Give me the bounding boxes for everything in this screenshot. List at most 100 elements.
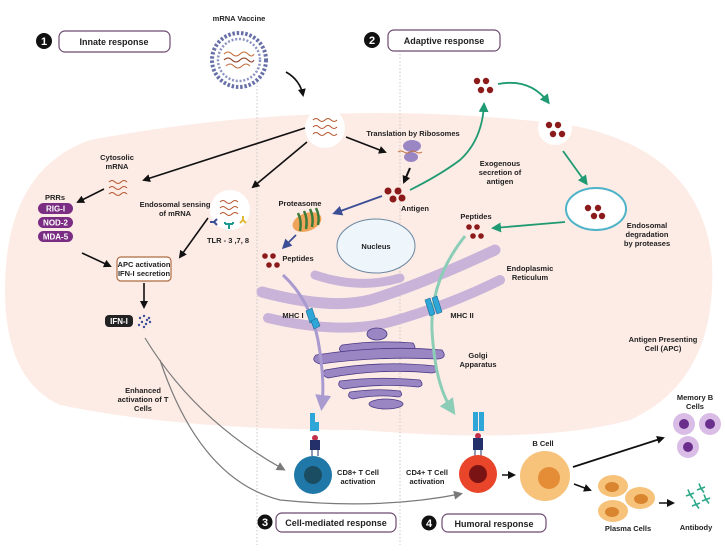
secreted-antigen	[473, 77, 494, 94]
section-3-header: 3 Cell-mediated response	[257, 512, 397, 533]
arrow-antigen-to-proteasome	[332, 195, 383, 216]
svg-text:B Cell: B Cell	[532, 439, 553, 448]
svg-text:RIG-I: RIG-I	[46, 205, 65, 214]
arrow-b-to-plasma	[573, 483, 592, 492]
arrow-ribosome-to-antigen	[402, 167, 411, 184]
arrow-proteasome-to-peptides	[281, 234, 297, 250]
memory-b-cells: Memory B Cells	[673, 393, 721, 458]
plasma-cells: Plasma Cells	[598, 475, 655, 533]
svg-text:Apparatus: Apparatus	[459, 360, 496, 369]
ifn-molecules-icon	[137, 314, 152, 329]
ifn-i: IFN-I	[105, 314, 152, 329]
prr-rig-i	[38, 203, 73, 214]
tlr-receptor-icon	[224, 222, 234, 229]
svg-text:Reticulum: Reticulum	[512, 273, 549, 282]
svg-text:PRRs: PRRs	[45, 193, 65, 202]
svg-text:Plasma Cells: Plasma Cells	[605, 524, 651, 533]
prr-nod-2	[38, 217, 73, 228]
exogenous-label: Exogenous secretion of antigen	[479, 159, 522, 186]
svg-text:Adaptive response: Adaptive response	[404, 36, 485, 46]
svg-text:Endosomal sensing: Endosomal sensing	[140, 200, 211, 209]
arrow-antigen-to-uptake	[497, 81, 550, 105]
golgi-label: Golgi Apparatus	[459, 351, 496, 369]
peptides-right: Peptides	[460, 212, 492, 239]
svg-text:CD4+ T Cell: CD4+ T Cell	[406, 468, 448, 477]
proteasome: Proteasome	[279, 199, 322, 232]
svg-text:4: 4	[426, 518, 433, 530]
enhanced-activation-label: Enhanced activation of T Cells	[118, 386, 169, 413]
svg-text:IFN-I secretion: IFN-I secretion	[118, 269, 171, 278]
svg-text:Antigen Presenting: Antigen Presenting	[629, 335, 698, 344]
antigen: Antigen	[384, 187, 429, 213]
mrna-vaccine-nanoparticle: mRNA Vaccine	[210, 14, 268, 89]
peptides-left: Peptides	[262, 253, 314, 268]
section-2-header: 2 Adaptive response	[364, 29, 501, 52]
svg-text:NOD-2: NOD-2	[43, 219, 68, 228]
mhc-i-icon: MHC I	[282, 307, 321, 330]
mhc-ii-icon: MHC II	[424, 295, 474, 320]
section-1-header: 1 Innate response	[36, 30, 171, 53]
ribosome: Translation by Ribosomes	[366, 129, 460, 162]
svg-text:Humoral response: Humoral response	[454, 519, 533, 529]
svg-text:1: 1	[41, 36, 47, 48]
svg-text:Peptides: Peptides	[282, 254, 313, 263]
mhc-ii-pathway	[430, 235, 467, 415]
svg-text:mRNA: mRNA	[106, 162, 130, 171]
svg-text:Antigen: Antigen	[401, 204, 429, 213]
antigen-uptake	[538, 111, 572, 145]
arrow-cytosolic-to-prrs	[76, 188, 105, 203]
svg-text:Golgi: Golgi	[468, 351, 487, 360]
svg-text:APC activation: APC activation	[118, 260, 171, 269]
svg-text:Proteasome: Proteasome	[279, 199, 322, 208]
svg-text:activation of T: activation of T	[118, 395, 169, 404]
endosome	[565, 187, 627, 231]
svg-text:Innate response: Innate response	[79, 37, 148, 47]
tlr-receptor-icon	[239, 216, 247, 224]
svg-text:antigen: antigen	[487, 177, 514, 186]
nucleus: Nucleus	[336, 218, 416, 274]
golgi-apparatus	[313, 327, 445, 410]
arrow-mrna-to-ribosome	[345, 136, 387, 154]
apc-cell-membrane	[5, 113, 713, 436]
svg-text:Enhanced: Enhanced	[125, 386, 161, 395]
svg-text:activation: activation	[340, 477, 375, 486]
section-4-header: 4 Humoral response	[421, 513, 547, 533]
arrow-ifn-to-cd4	[159, 359, 463, 505]
antibody-icon	[685, 483, 711, 509]
svg-text:of mRNA: of mRNA	[159, 209, 192, 218]
svg-text:Memory B: Memory B	[677, 393, 714, 402]
svg-text:Endosomal: Endosomal	[627, 221, 667, 230]
svg-text:Nucleus: Nucleus	[361, 242, 390, 251]
cytosolic-mrna: Cytosolic mRNA	[100, 153, 134, 196]
svg-text:Cytosolic: Cytosolic	[100, 153, 134, 162]
arrow-uptake-to-endosome	[562, 150, 588, 186]
svg-text:IFN-I: IFN-I	[110, 317, 128, 326]
svg-text:Cell (APC): Cell (APC)	[645, 344, 682, 353]
antibody-label: Antibody	[680, 523, 713, 532]
svg-text:degradation: degradation	[626, 230, 669, 239]
svg-text:MDA-5: MDA-5	[43, 233, 69, 242]
svg-text:MHC I: MHC I	[282, 311, 303, 320]
svg-text:Peptides: Peptides	[460, 212, 491, 221]
svg-text:Cells: Cells	[134, 404, 152, 413]
svg-text:mRNA Vaccine: mRNA Vaccine	[213, 14, 266, 23]
svg-text:Endoplasmic: Endoplasmic	[507, 264, 554, 273]
prrs-group: PRRs RIG-I NOD-2 MDA-5	[38, 193, 73, 242]
prr-mda-5	[38, 231, 73, 242]
arrow-prrs-to-apc	[81, 252, 112, 268]
mhc-i-pathway	[281, 273, 332, 411]
svg-text:2: 2	[369, 35, 375, 47]
arrow-b-to-memory	[572, 436, 665, 468]
arrow-endosome-to-peptides	[491, 221, 566, 233]
arrow-exogenous-secretion	[409, 102, 489, 191]
endosomal-degradation-label: Endosomal degradation by proteases	[624, 221, 670, 248]
svg-text:by proteases: by proteases	[624, 239, 670, 248]
svg-text:activation: activation	[409, 477, 444, 486]
arrow-mrna-to-cytosolic	[142, 127, 306, 182]
svg-text:Cells: Cells	[686, 402, 704, 411]
svg-text:secretion of: secretion of	[479, 168, 522, 177]
apc-label: Antigen Presenting Cell (APC)	[629, 335, 698, 353]
tlr-receptor-icon	[210, 218, 218, 226]
svg-text:MHC II: MHC II	[450, 311, 473, 320]
